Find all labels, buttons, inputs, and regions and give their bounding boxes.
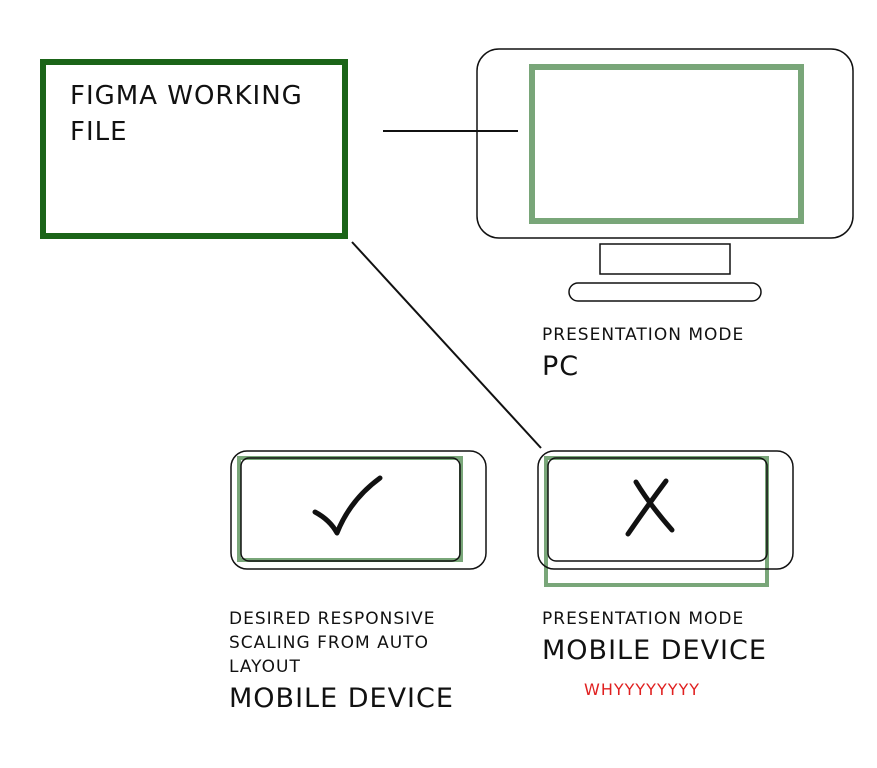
mobile-presentation-screen — [547, 457, 768, 562]
mobile-presentation-outline — [537, 450, 794, 570]
pc-caption: PRESENTATION MODE — [542, 325, 745, 345]
pc-device-label: PC — [542, 351, 580, 382]
checkmark-icon — [312, 475, 383, 536]
mobile-desired-device-label: MOBILE DEVICE — [229, 683, 454, 714]
monitor-screen-outline — [476, 48, 854, 239]
figma-file-frame — [40, 59, 348, 239]
mobile-presentation-caption: PRESENTATION MODE — [542, 609, 745, 629]
mobile-desired-screen — [240, 457, 461, 562]
monitor-base — [568, 282, 762, 302]
why-note: WHYYYYYYYY — [584, 680, 701, 699]
mobile-presentation — [537, 450, 794, 587]
connector-to-mobile — [351, 241, 542, 449]
mobile-presentation-device-label: MOBILE DEVICE — [542, 635, 767, 666]
mobile-presentation-content-frame — [544, 456, 769, 587]
mobile-desired-outline — [230, 450, 487, 570]
mobile-desired-caption: DESIRED RESPONSIVE SCALING FROM AUTO LAY… — [229, 609, 436, 677]
figma-file-title: FIGMA WORKING FILE — [70, 81, 303, 147]
pc-monitor — [476, 48, 854, 302]
mobile-desired — [230, 450, 487, 570]
monitor-content-frame — [529, 64, 804, 224]
x-mark-icon — [625, 478, 675, 537]
monitor-neck — [599, 243, 731, 275]
